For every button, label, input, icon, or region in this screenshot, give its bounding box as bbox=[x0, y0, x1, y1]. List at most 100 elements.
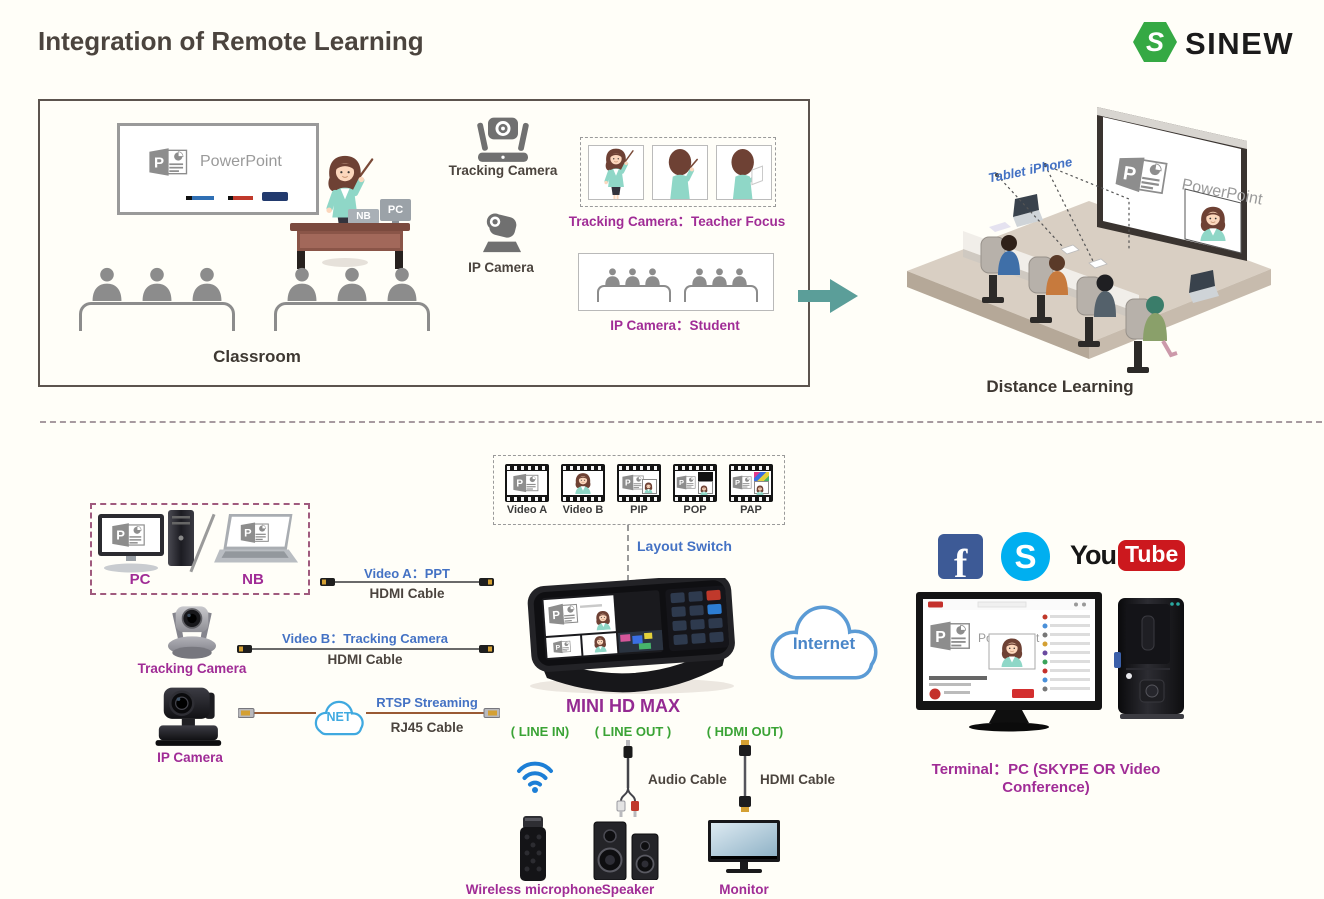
bench bbox=[79, 302, 235, 331]
desk-top bbox=[290, 223, 410, 231]
teacher-thumb-icon bbox=[755, 485, 765, 495]
youtube-logo: You Tube bbox=[1070, 538, 1186, 572]
teacher-thumb-icon bbox=[699, 485, 709, 495]
ip-camera-photo bbox=[155, 687, 222, 746]
video-b-title: Video B：Tracking Camera bbox=[282, 631, 448, 646]
rj45-cable-right bbox=[366, 708, 500, 718]
ppt-thumb-icon bbox=[511, 473, 543, 493]
brand-name: SINEW bbox=[1185, 26, 1295, 61]
distance-learning-caption: Distance Learning bbox=[986, 377, 1134, 396]
bench bbox=[684, 285, 758, 302]
youtube-tube: Tube bbox=[1118, 539, 1186, 571]
separator bbox=[40, 421, 1322, 423]
student-icon bbox=[190, 267, 224, 301]
layout-mode-pip bbox=[617, 464, 661, 502]
wireless-microphone-label: Wireless microphone bbox=[465, 882, 603, 897]
video-a-title: Video A：PPT bbox=[364, 566, 450, 581]
ppt-thumb-icon bbox=[676, 475, 698, 490]
student-icon bbox=[335, 267, 369, 301]
teacher-focus-frame bbox=[652, 145, 708, 200]
rj45-cable-left bbox=[238, 708, 316, 718]
wireless-microphone-icon bbox=[520, 816, 546, 881]
layout-mode-pop bbox=[673, 464, 717, 502]
device-name: MINI HD MAX bbox=[566, 696, 680, 716]
internet-cloud-icon bbox=[770, 605, 878, 680]
hdmi-out-port: ( HDMI OUT) bbox=[706, 724, 784, 739]
sources-box bbox=[90, 503, 310, 595]
student-icon bbox=[604, 268, 621, 285]
line-out-port: ( LINE OUT ) bbox=[594, 724, 672, 739]
teacher-reading-thumb bbox=[718, 146, 770, 200]
desk-apron bbox=[297, 231, 403, 251]
whiteboard-app-label: PowerPoint bbox=[200, 153, 282, 170]
speaker-icon bbox=[593, 821, 659, 880]
ppt-thumb-icon bbox=[732, 475, 754, 490]
skype-s: S bbox=[1014, 537, 1037, 575]
net-cloud-label: NET bbox=[326, 710, 352, 724]
net-cloud-icon bbox=[314, 700, 364, 736]
teacher-focus-frame bbox=[588, 145, 644, 200]
flow-arrow-icon bbox=[798, 279, 858, 313]
powerpoint-logo-icon bbox=[148, 146, 192, 178]
brand-logo: S SINEW bbox=[1133, 20, 1303, 66]
layout-mode-label: Video B bbox=[562, 504, 604, 516]
teacher-thumb-icon bbox=[572, 472, 594, 494]
hdmi-cable-vertical-icon bbox=[739, 740, 751, 812]
pc-monitor: PC bbox=[380, 199, 411, 221]
monitor-icon bbox=[708, 820, 780, 873]
page-title: Integration of Remote Learning bbox=[38, 26, 424, 56]
student-icon bbox=[691, 268, 708, 285]
whiteboard: PowerPoint bbox=[117, 123, 319, 215]
teacher-focus-frame bbox=[716, 145, 772, 200]
student-icon bbox=[624, 268, 641, 285]
layout-switch-caption: Layout Switch bbox=[637, 538, 732, 554]
eraser bbox=[262, 192, 288, 201]
pc-label: PC bbox=[387, 204, 404, 216]
layout-mode-label: PAP bbox=[740, 504, 762, 516]
layout-switch-box bbox=[493, 455, 785, 525]
ip-camera-source-label: IP Camera bbox=[157, 750, 223, 765]
terminal-pc-tower bbox=[1114, 598, 1184, 719]
student-panel bbox=[578, 253, 774, 311]
teacher-focus-caption: Tracking Camera：Teacher Focus bbox=[568, 214, 786, 229]
desk-leg-left bbox=[297, 251, 305, 269]
line-in-port: ( LINE IN) bbox=[510, 724, 570, 739]
tracking-camera-icon bbox=[477, 117, 529, 162]
ip-camera-icon bbox=[482, 213, 522, 253]
desk-leg-right bbox=[395, 251, 403, 269]
distance-learning-scene: PowerPoint bbox=[907, 107, 1271, 373]
speaker-label: Speaker bbox=[601, 882, 655, 897]
classroom-caption: Classroom bbox=[213, 347, 301, 366]
teacher-shadow bbox=[322, 258, 368, 267]
youtube-you: You bbox=[1070, 539, 1117, 570]
hdmi-cable-b bbox=[237, 645, 494, 653]
wifi-icon bbox=[517, 761, 553, 793]
terminal-tv: PowerPoint bbox=[916, 592, 1102, 732]
teacher-thumb-icon bbox=[643, 482, 654, 493]
internet-label: Internet bbox=[792, 634, 856, 653]
tracking-camera-top-label: Tracking Camera bbox=[448, 163, 558, 178]
student-panel-caption: IP Camera：Student bbox=[610, 318, 740, 333]
marker-blue bbox=[186, 196, 214, 200]
hdmi-cable-a bbox=[320, 578, 494, 586]
layout-mode-label: PIP bbox=[630, 504, 648, 516]
facebook-f: f bbox=[954, 541, 968, 579]
brand-hexagon-icon: S bbox=[1133, 22, 1177, 62]
layout-mode-pap bbox=[729, 464, 773, 502]
hdmi-out-cable-label: HDMI Cable bbox=[760, 772, 836, 787]
layout-mode-video-a bbox=[505, 464, 549, 502]
terminal-caption: Terminal：PC (SKYPE OR Video Conference) bbox=[931, 761, 1161, 796]
nb-label: NB bbox=[356, 211, 371, 222]
brand-monogram: S bbox=[1145, 26, 1164, 57]
tracking-camera-source-label: Tracking Camera bbox=[137, 661, 247, 676]
student-icon bbox=[140, 267, 174, 301]
layout-mode-label: POP bbox=[683, 504, 707, 516]
teacher-back-thumb bbox=[654, 146, 706, 200]
mini-hd-max-device bbox=[527, 578, 735, 694]
facebook-icon: f bbox=[938, 534, 983, 579]
student-icon bbox=[385, 267, 419, 301]
nb-source-icon bbox=[214, 514, 299, 563]
pc-source-icon bbox=[98, 510, 194, 573]
video-b-cable-label: HDMI Cable bbox=[327, 652, 403, 667]
